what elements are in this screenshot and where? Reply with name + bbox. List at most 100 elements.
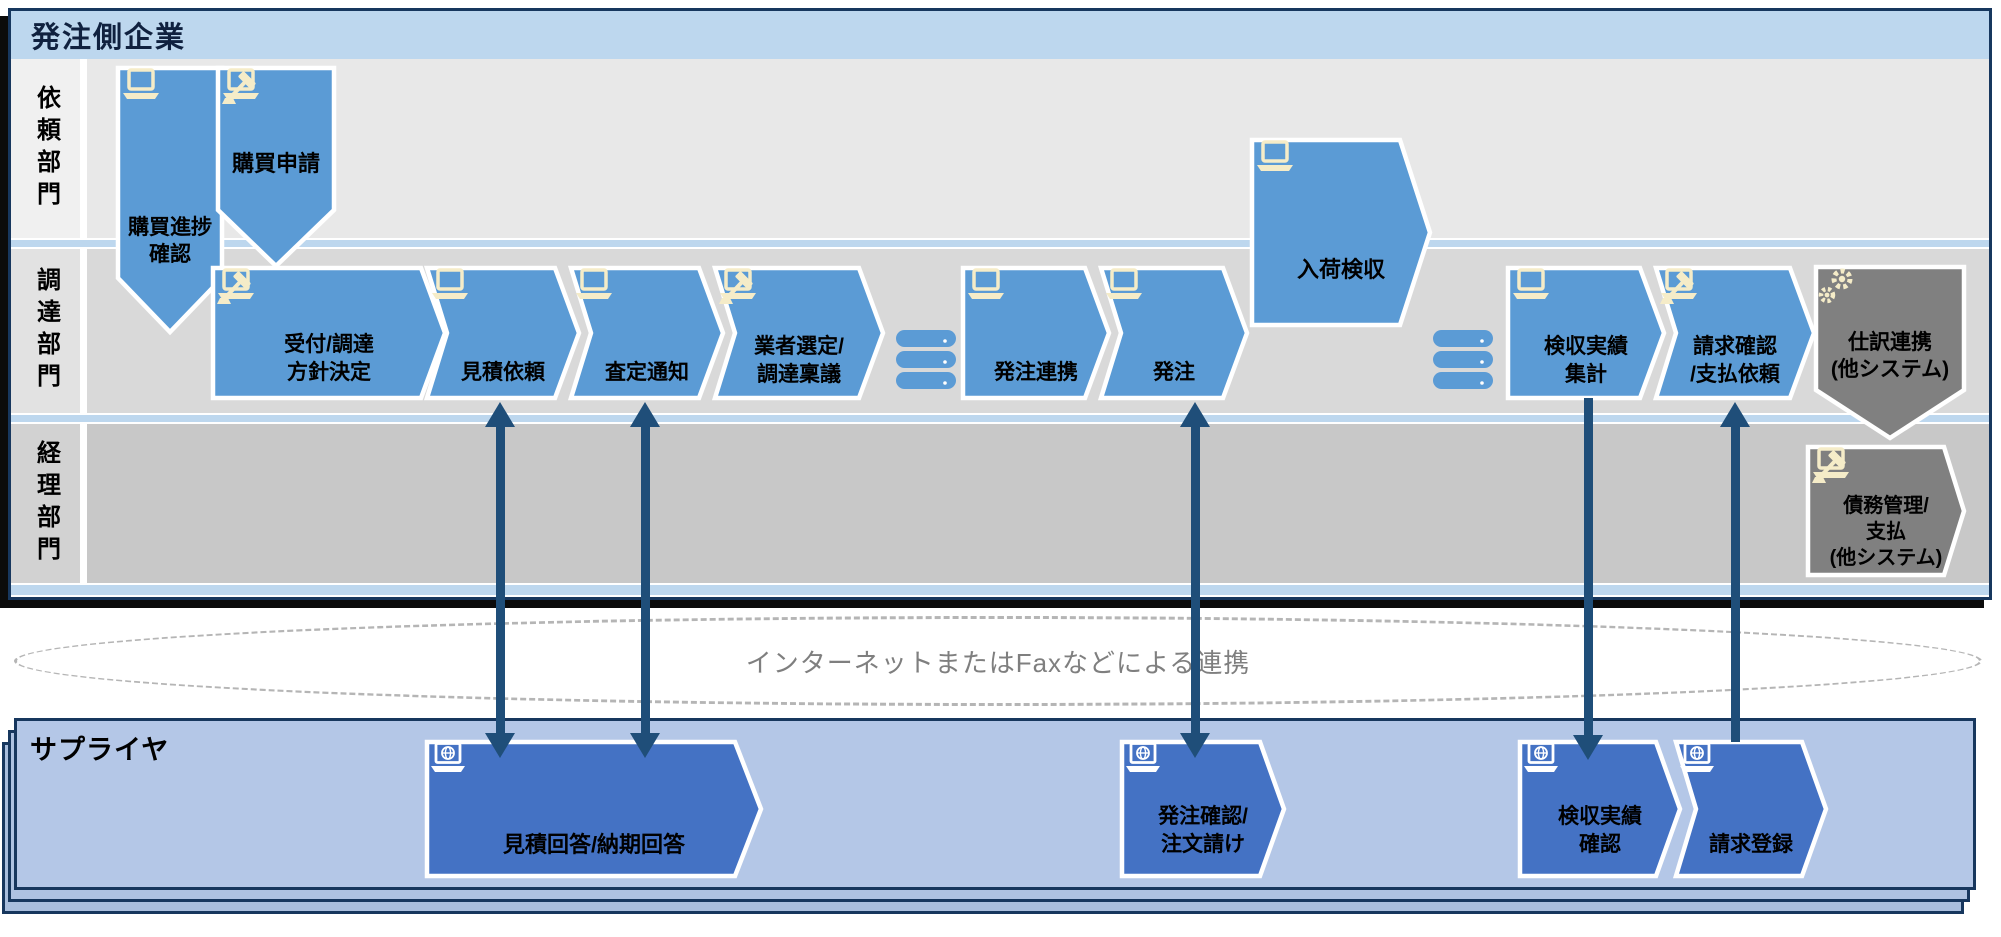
arrow-inspection-results bbox=[1573, 398, 1603, 760]
lane-label-cell-accounting: 経理部門 bbox=[11, 424, 80, 583]
laptop-icon bbox=[432, 268, 468, 299]
gavel-icon bbox=[222, 71, 256, 104]
arrowhead-down bbox=[1573, 735, 1603, 760]
process-label-billing-confirmation: 請求確認 /支払依頼 bbox=[1690, 335, 1780, 386]
process-label-assessment-notice: 査定通知 bbox=[605, 360, 689, 384]
globe-laptop-icon bbox=[1126, 742, 1160, 772]
shape-icon-row bbox=[1101, 268, 1247, 299]
process-inspection-confirm: 検収実績 確認 bbox=[1517, 739, 1683, 879]
database-icon bbox=[1433, 330, 1493, 389]
process-label-inspection-confirm: 検収実績 確認 bbox=[1558, 805, 1642, 856]
process-label-reception-policy: 受付/調達 方針決定 bbox=[284, 333, 374, 384]
process-journal-link: 仕訳連携 (他システム) bbox=[1813, 264, 1967, 441]
arrow-invoice bbox=[1720, 402, 1750, 742]
process-label-order-link: 発注連携 bbox=[994, 360, 1078, 384]
laptop-icon bbox=[968, 268, 1004, 299]
gears-icon bbox=[1818, 268, 1853, 304]
process-database-2 bbox=[1432, 328, 1494, 392]
arrowhead-up bbox=[485, 402, 515, 427]
lane-label-cell-procurement: 調達部門 bbox=[11, 249, 80, 413]
process-quote-request: 見積依頼 bbox=[423, 265, 582, 401]
arrowhead-down bbox=[1180, 733, 1210, 758]
lane-divider-3 bbox=[80, 424, 87, 583]
process-reception-policy: 受付/調達 方針決定 bbox=[210, 265, 448, 401]
shape-icon-row bbox=[1656, 268, 1814, 304]
process-label-order: 発注 bbox=[1153, 360, 1195, 384]
process-label-debt-management: 債務管理/ 支払 (他システム) bbox=[1829, 495, 1943, 569]
globe-laptop-icon bbox=[1680, 742, 1714, 772]
process-order: 発注 bbox=[1097, 265, 1250, 401]
process-label-arrival-inspection: 入荷検収 bbox=[1296, 257, 1385, 283]
process-inspection-aggregation: 検収実績 集計 bbox=[1505, 265, 1667, 401]
process-label-vendor-selection: 業者選定/ 調達稟議 bbox=[754, 335, 844, 386]
gavel-icon bbox=[217, 271, 251, 304]
arrow-quote-request bbox=[485, 402, 515, 758]
arrowhead-down bbox=[485, 733, 515, 758]
shape-icon-row bbox=[1808, 447, 1964, 483]
arrowhead-up bbox=[630, 402, 660, 427]
connector-note: インターネットまたはFaxなどによる連携 bbox=[745, 647, 1251, 678]
process-assessment-notice: 査定通知 bbox=[567, 265, 726, 401]
process-label-purchase-request: 購買申請 bbox=[231, 151, 320, 176]
shape-icon-row bbox=[1676, 742, 1826, 772]
database-icon bbox=[896, 330, 956, 389]
lane-divider-1 bbox=[80, 59, 87, 238]
process-label-journal-link: 仕訳連携 (他システム) bbox=[1830, 331, 1950, 382]
shape-icon-row bbox=[118, 68, 222, 99]
shape-icon-row bbox=[213, 268, 445, 304]
process-purchase-request: 購買申請 bbox=[215, 65, 337, 270]
arrowhead-up bbox=[1720, 402, 1750, 427]
arrow-order bbox=[1180, 402, 1210, 758]
shape-icon-row bbox=[1520, 742, 1680, 772]
shape-icon-row bbox=[218, 68, 334, 104]
arrowhead-up bbox=[1180, 402, 1210, 427]
lane-separator-2 bbox=[11, 413, 1989, 424]
lane-separator-1 bbox=[11, 238, 1989, 249]
arrow-assessment-notice bbox=[630, 402, 660, 758]
laptop-icon bbox=[123, 68, 159, 99]
globe-laptop-icon bbox=[431, 742, 465, 772]
shape-icon-row bbox=[1122, 742, 1284, 772]
gavel-icon bbox=[1660, 271, 1694, 304]
shape-icon-row bbox=[1252, 140, 1430, 171]
process-label-order-confirmation: 発注確認/ 注文請け bbox=[1158, 805, 1248, 856]
process-label-invoice-registration: 請求登録 bbox=[1709, 832, 1793, 856]
shape-icon-row bbox=[571, 268, 723, 299]
shape-icon-row bbox=[1816, 267, 1964, 304]
globe-laptop-icon bbox=[1524, 742, 1558, 772]
process-purchase-progress-check: 購買進捗 確認 bbox=[115, 65, 225, 336]
connector-ellipse: インターネットまたはFaxなどによる連携 bbox=[14, 616, 1982, 706]
supplier-title: サプライヤ bbox=[30, 735, 170, 765]
process-database-1 bbox=[895, 328, 957, 392]
shape-icon-row bbox=[1508, 268, 1664, 299]
process-debt-management: 債務管理/ 支払 (他システム) bbox=[1805, 444, 1967, 578]
process-order-confirmation: 発注確認/ 注文請け bbox=[1119, 739, 1287, 879]
shape-icon-row bbox=[427, 742, 761, 772]
lane-label-accounting: 経理部門 bbox=[32, 439, 60, 568]
shape-icon-row bbox=[715, 268, 883, 304]
laptop-icon bbox=[1513, 268, 1549, 299]
lane-request-band bbox=[11, 59, 1989, 238]
shape-icon-row bbox=[963, 268, 1109, 299]
gavel-icon bbox=[719, 271, 753, 304]
company-header: 発注側企業 bbox=[11, 11, 1989, 59]
process-label-quote-reply: 見積回答/納期回答 bbox=[502, 832, 686, 858]
lane-label-procurement: 調達部門 bbox=[32, 267, 60, 395]
process-billing-confirmation: 請求確認 /支払依頼 bbox=[1652, 265, 1817, 401]
process-order-link: 発注連携 bbox=[960, 265, 1112, 401]
lane-label-request: 依頼部門 bbox=[32, 84, 60, 213]
lane-divider-2 bbox=[80, 249, 87, 413]
process-label-purchase-progress-check: 購買進捗 確認 bbox=[128, 216, 212, 267]
process-arrival-inspection: 入荷検収 bbox=[1249, 137, 1433, 328]
lane-label-cell-request: 依頼部門 bbox=[11, 59, 80, 238]
process-label-quote-request: 見積依頼 bbox=[461, 360, 545, 384]
company-title: 発注側企業 bbox=[31, 22, 187, 54]
shape-icon-row bbox=[427, 268, 579, 299]
process-quote-reply: 見積回答/納期回答 bbox=[424, 739, 764, 879]
process-vendor-selection: 業者選定/ 調達稟議 bbox=[711, 265, 886, 401]
laptop-icon bbox=[576, 268, 612, 299]
company-bottom-strip bbox=[11, 583, 1989, 597]
process-invoice-registration: 請求登録 bbox=[1672, 739, 1829, 879]
process-label-inspection-aggregation: 検収実績 集計 bbox=[1544, 335, 1628, 386]
